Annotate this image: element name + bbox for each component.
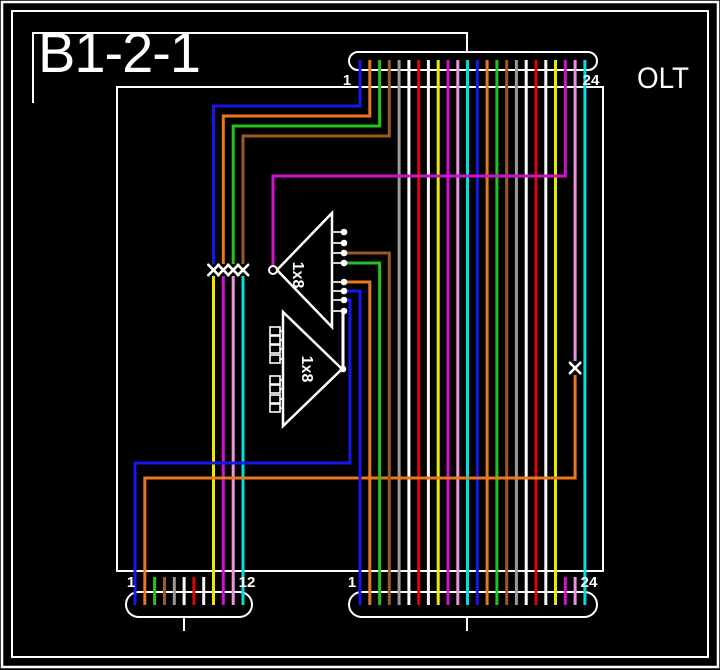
fiber-route-violet <box>271 60 567 265</box>
splitter-port-dot <box>340 296 348 304</box>
splice-x-mark <box>216 263 230 277</box>
splitter-port-dot <box>340 259 348 267</box>
splitter-upper-label: 1x8 <box>289 262 306 289</box>
splitter-1x8-upper <box>275 209 334 331</box>
page-title: B1-2-1 <box>38 21 200 85</box>
splice-x-mark <box>207 263 220 277</box>
unterminated-port <box>269 384 281 394</box>
fiber-route-brown <box>241 60 391 264</box>
unterminated-port <box>269 375 281 385</box>
splitter-port-dot <box>340 307 348 315</box>
unterminated-port <box>269 326 281 336</box>
inner-frame <box>11 10 709 658</box>
splitter-input-circle <box>268 265 278 275</box>
bottom-left-label-first: 1 <box>127 574 135 591</box>
fiber-route-orange <box>221 60 372 264</box>
top-connector-olt <box>348 51 598 71</box>
splitter-lower-label: 1x8 <box>298 356 315 383</box>
unterminated-port <box>269 394 281 404</box>
fiber-route-blue <box>212 60 362 264</box>
fiber-route-blue <box>344 289 362 605</box>
title-block-feeder-line <box>32 32 468 103</box>
olt-label: OLT <box>637 62 689 95</box>
unterminated-port <box>269 403 281 413</box>
fiber-route-brown <box>344 251 391 605</box>
bottom-left-label-last: 12 <box>239 574 256 591</box>
splitter-port-dot <box>340 287 348 295</box>
unterminated-port <box>269 344 281 354</box>
unterminated-port <box>269 354 281 364</box>
fiber-route-blue <box>133 298 352 605</box>
routes-layer <box>133 60 587 605</box>
splitter-port-dot <box>340 228 348 236</box>
splitter-port-dot <box>340 249 348 257</box>
splitter-port-dot <box>340 278 348 286</box>
bottom-right-label-first: 1 <box>348 574 356 591</box>
fiber-route-green <box>231 60 382 264</box>
splitter-1x8-lower <box>281 309 344 429</box>
ports-layer <box>268 228 348 413</box>
fiber-route-orange <box>344 280 372 605</box>
splitter-port-dot <box>340 239 348 247</box>
marks-layer <box>207 263 582 375</box>
bottom-left-connector-12f <box>125 591 253 618</box>
splice-x-mark <box>226 263 240 277</box>
bottom-right-label-last: 24 <box>581 574 598 591</box>
top-connector-label-first: 1 <box>343 72 351 89</box>
top-connector-label-last: 24 <box>583 72 600 89</box>
splice-x-mark <box>568 361 582 375</box>
splitter-port-dot <box>339 365 347 373</box>
splice-x-mark <box>236 263 250 277</box>
bottom-right-connector-24f <box>348 591 598 618</box>
unterminated-port <box>269 335 281 345</box>
fiber-route-green <box>344 261 382 605</box>
